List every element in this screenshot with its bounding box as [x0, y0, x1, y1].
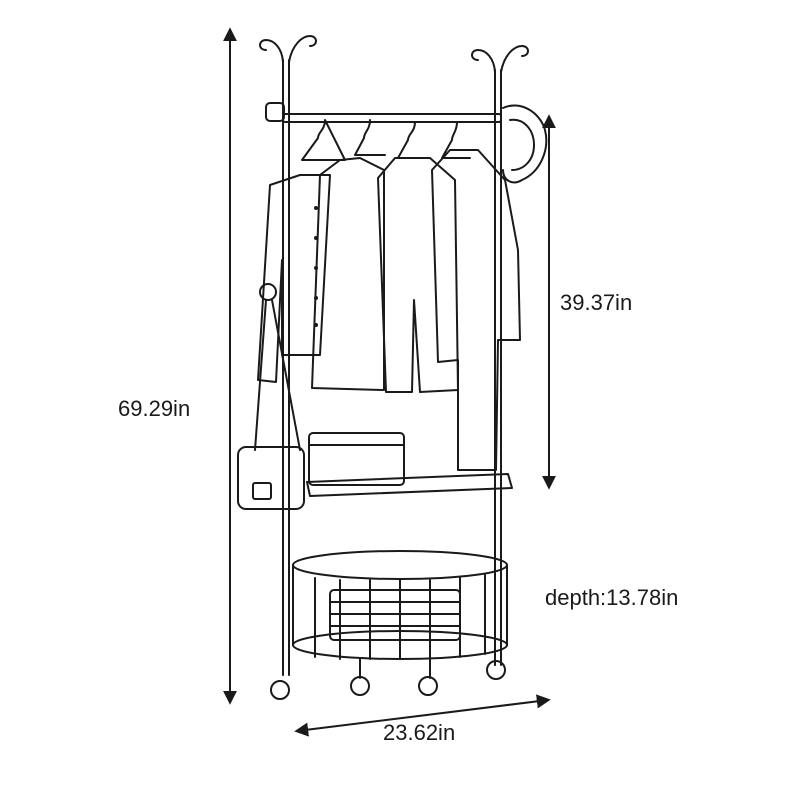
bag-clasp — [252, 482, 272, 500]
garment-2 — [311, 157, 385, 391]
caster-1 — [270, 680, 290, 700]
caster-3 — [418, 676, 438, 696]
total-height-label: 69.29in — [118, 396, 191, 421]
hangers — [301, 119, 471, 161]
side-bag — [237, 283, 305, 510]
bottom-basket — [292, 550, 508, 660]
storage-box — [308, 432, 405, 486]
shelf-board — [306, 473, 513, 497]
width-label: 23.62in — [383, 720, 456, 745]
side-hook — [259, 283, 277, 301]
depth-label: depth:13.78in — [545, 585, 679, 610]
middle-shelf — [306, 432, 513, 497]
garments — [257, 149, 521, 471]
rail-clamp — [265, 102, 285, 122]
bag-strap — [254, 299, 267, 451]
dimension-lines — [223, 27, 556, 737]
caster-4 — [486, 660, 506, 680]
hook-left-b — [288, 35, 317, 63]
hanging-rail — [265, 102, 502, 123]
garment-1 — [257, 174, 331, 383]
width-arrow — [294, 694, 551, 737]
caster-2 — [350, 676, 370, 696]
top-hooks — [259, 35, 529, 73]
hook-right-a — [471, 49, 496, 73]
garment-3 — [377, 157, 459, 393]
casters — [270, 654, 506, 700]
hanging-height-label: 39.37in — [560, 290, 633, 315]
bag-strap-2 — [271, 299, 301, 451]
garment-4 — [431, 149, 521, 471]
basket-rim — [292, 550, 508, 580]
hook-left-a — [259, 39, 284, 63]
bag-body — [237, 446, 305, 510]
rail-bar — [282, 113, 502, 123]
hat-illustration — [502, 104, 548, 184]
hook-right-b — [500, 45, 529, 73]
